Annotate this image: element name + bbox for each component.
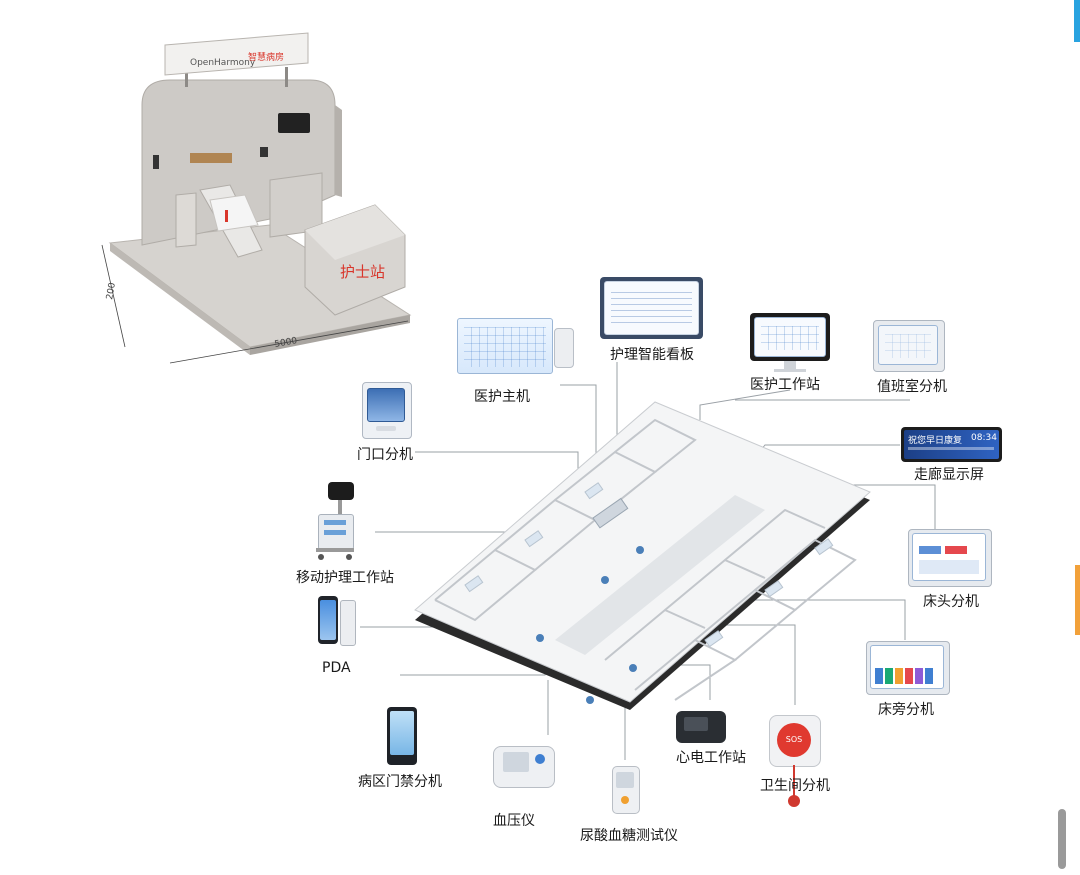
blood-pressure-meter-label: 血压仪: [493, 813, 535, 829]
scrollbar-thumb[interactable]: [1058, 809, 1066, 869]
duty-room-extension-device[interactable]: [873, 320, 945, 372]
corridor-display-message: 祝您早日康复: [908, 436, 963, 446]
ward-floor-plan: [414, 401, 871, 710]
mobile-nursing-workstation-device[interactable]: [312, 482, 358, 564]
corridor-display-label: 走廊显示屏: [914, 467, 984, 483]
ward-access-extension-device[interactable]: [387, 707, 417, 765]
ecg-workstation-label: 心电工作站: [676, 750, 746, 766]
top-scroll-indicator: [1074, 0, 1080, 42]
bathroom-extension-device[interactable]: SOS: [769, 715, 821, 810]
bathroom-extension-label: 卫生间分机: [760, 778, 830, 794]
side-marker: [1075, 565, 1080, 635]
pda-device[interactable]: [318, 596, 356, 646]
booth-model: OpenHarmony 智慧病房 护士站 200 5000: [101, 32, 412, 364]
medical-host-device[interactable]: [457, 318, 575, 376]
medical-workstation-label: 医护工作站: [750, 377, 820, 393]
door-extension-label: 门口分机: [357, 447, 413, 463]
bedhead-extension-label: 床头分机: [923, 594, 979, 610]
medical-host-label: 医护主机: [474, 389, 530, 405]
pda-label: PDA: [322, 660, 351, 676]
ecg-workstation-device[interactable]: [676, 711, 726, 743]
ward-access-extension-label: 病区门禁分机: [358, 774, 442, 790]
uric-glucose-meter-device[interactable]: [612, 766, 640, 814]
duty-room-extension-label: 值班室分机: [877, 379, 947, 395]
booth-sign-brand: OpenHarmony: [190, 58, 256, 68]
bedhead-extension-device[interactable]: [908, 529, 992, 587]
sos-text: SOS: [785, 735, 803, 744]
bedside-extension-label: 床旁分机: [878, 702, 934, 718]
dim-width: 5000: [274, 336, 299, 350]
medical-workstation-device[interactable]: [750, 313, 830, 373]
corridor-display-device[interactable]: 祝您早日康复 08:34: [901, 427, 1002, 462]
uric-glucose-meter-label: 尿酸血糖测试仪: [580, 828, 678, 844]
booth-sign-suffix: 智慧病房: [248, 51, 284, 63]
blood-pressure-meter-device[interactable]: [493, 740, 555, 790]
bedside-extension-device[interactable]: [866, 641, 950, 695]
nursing-board-label: 护理智能看板: [610, 347, 694, 363]
dim-depth: 200: [105, 282, 118, 301]
station-label: 护士站: [340, 263, 385, 281]
corridor-display-time: 08:34: [971, 433, 997, 443]
mobile-nursing-workstation-label: 移动护理工作站: [296, 570, 394, 586]
nursing-board-device[interactable]: [600, 277, 703, 339]
door-extension-device[interactable]: [362, 382, 412, 439]
